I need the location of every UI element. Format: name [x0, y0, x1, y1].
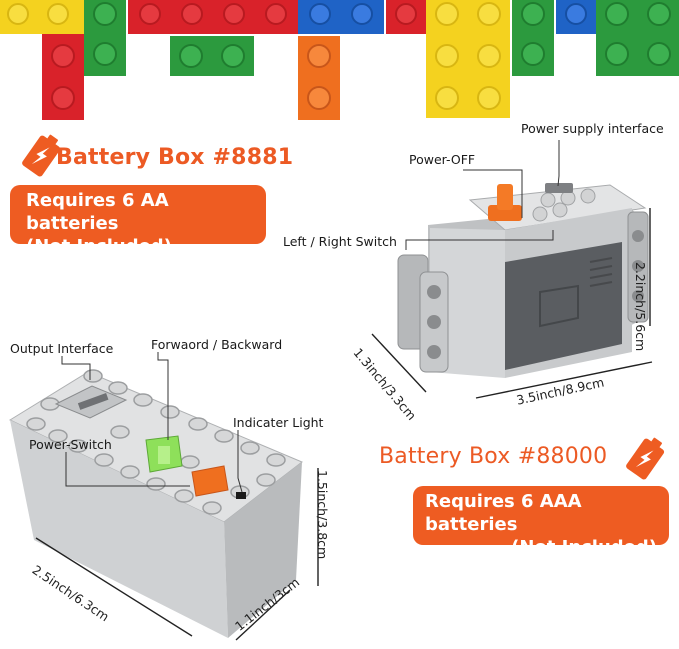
brick-green-2 [170, 36, 254, 76]
label-left-right-switch: Left / Right Switch [283, 234, 397, 249]
requirement-line-1: Requires 6 AAA batteries [425, 491, 582, 535]
battery-requirement-badge-8881: Requires 6 AA batteries (Not Included) [10, 185, 266, 257]
brick-red-left [42, 34, 84, 120]
brick-red-long [128, 0, 298, 34]
brick-yellow-left [0, 0, 84, 34]
requirement-line-2: (Not Included) [511, 537, 657, 558]
battery-box-88000-title: Battery Box #88000 [379, 444, 608, 469]
label-indicator-light: Indicater Light [233, 415, 324, 430]
label-power-off: Power-OFF [409, 152, 476, 167]
label-power-switch: Power-Switch [29, 437, 112, 452]
brick-blue [298, 0, 384, 34]
label-power-supply-interface: Power supply interface [521, 121, 664, 136]
brick-blue-small [556, 0, 596, 34]
brick-red-small [386, 0, 426, 34]
dimension-height-88000: 1.5inch/3.8cm [315, 470, 330, 560]
battery-requirement-badge-88000: Requires 6 AAA batteries (Not Included) [413, 486, 669, 558]
brick-green-1 [84, 0, 126, 76]
brick-border [0, 0, 679, 120]
brick-yellow-tall [426, 0, 510, 118]
requirement-line-1: Requires 6 AA batteries [26, 190, 169, 234]
brick-green-3 [512, 0, 554, 76]
label-output-interface: Output Interface [10, 341, 114, 356]
brick-green-4 [596, 0, 679, 76]
label-forward-backward: Forwaord / Backward [151, 337, 283, 352]
brick-orange [298, 36, 340, 120]
battery-box-8881-title: Battery Box #8881 [56, 145, 294, 170]
requirement-line-2: (Not Included) [26, 236, 172, 257]
